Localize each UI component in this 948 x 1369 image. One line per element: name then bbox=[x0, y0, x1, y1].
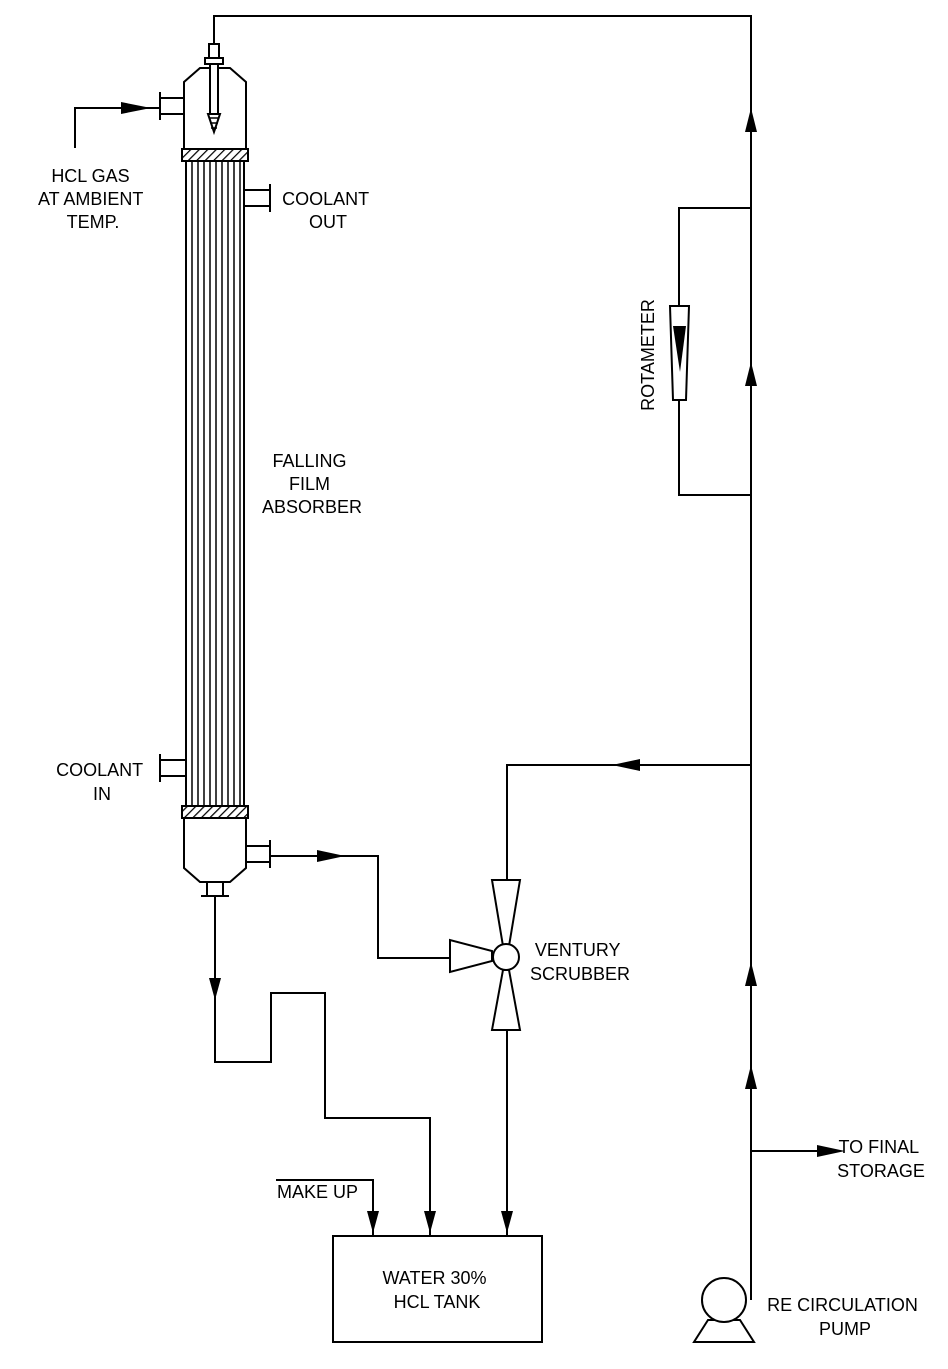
arrow-hcl-inlet bbox=[121, 102, 151, 114]
label-coolant-out: COOLANT OUT bbox=[282, 189, 374, 232]
venturi-side-inlet bbox=[449, 938, 493, 974]
venturi-top-cone bbox=[490, 879, 522, 947]
main-recirculation-line bbox=[213, 15, 752, 1300]
label-make-up: MAKE UP bbox=[277, 1182, 358, 1202]
label-recirculation-pump: RE CIRCULATION PUMP bbox=[767, 1295, 923, 1339]
gas-inlet-nozzle bbox=[160, 97, 184, 115]
recirculation-pump bbox=[692, 1277, 756, 1343]
arrow-absorber-to-tank bbox=[424, 1211, 436, 1233]
top-tube-sheet bbox=[181, 148, 249, 162]
arrow-final-storage bbox=[817, 1145, 845, 1157]
hcl-gas-inlet-line bbox=[74, 107, 160, 148]
label-ventury-scrubber: VENTURY SCRUBBER bbox=[530, 940, 630, 984]
label-hcl-tank: WATER 30% HCL TANK bbox=[382, 1268, 491, 1312]
liquid-outlet-nozzle bbox=[201, 882, 229, 897]
venturi-throat bbox=[492, 943, 520, 971]
bottom-tube-sheet bbox=[181, 805, 249, 819]
pump-casing bbox=[701, 1277, 747, 1323]
rotameter-float bbox=[673, 326, 686, 372]
arrow-up-bottom bbox=[745, 1065, 757, 1089]
arrow-up-rotameter bbox=[745, 362, 757, 386]
label-rotameter: ROTAMETER bbox=[638, 299, 658, 411]
flow-arrows bbox=[121, 102, 845, 1233]
labels: HCL GAS AT AMBIENT TEMP. COOLANT OUT FAL… bbox=[38, 166, 925, 1339]
label-to-final-storage: TO FINAL STORAGE bbox=[837, 1137, 925, 1181]
rotameter bbox=[668, 305, 691, 401]
liquid-distributor bbox=[204, 43, 224, 136]
arrow-up-lower bbox=[745, 962, 757, 986]
rotameter-loop-line bbox=[678, 207, 751, 496]
arrow-scrubber-to-tank bbox=[501, 1211, 513, 1233]
arrow-left-to-scrubber bbox=[612, 759, 640, 771]
gas-outlet-nozzle bbox=[246, 840, 271, 868]
piping bbox=[74, 15, 820, 1300]
arrow-up-top bbox=[745, 108, 757, 132]
absorber-bottom-head bbox=[183, 818, 247, 883]
venturi-scrubber bbox=[449, 879, 522, 1031]
gas-to-scrubber-line bbox=[270, 855, 450, 959]
absorber-drain-line bbox=[214, 896, 431, 1236]
venturi-bottom-cone bbox=[490, 969, 522, 1031]
label-hcl-gas: HCL GAS AT AMBIENT TEMP. bbox=[38, 166, 148, 232]
falling-film-absorber bbox=[159, 43, 271, 897]
scrubber-liquid-feed-line bbox=[506, 764, 751, 880]
pump-base bbox=[692, 1319, 756, 1343]
coolant-out-nozzle bbox=[244, 184, 271, 212]
arrow-gas-out bbox=[317, 850, 345, 862]
hcl-tank bbox=[332, 1235, 543, 1343]
absorber-tubes bbox=[191, 161, 241, 806]
arrow-make-up bbox=[367, 1211, 379, 1233]
coolant-in-nozzle bbox=[159, 754, 186, 782]
label-coolant-in: COOLANT IN bbox=[56, 760, 148, 804]
arrow-drain-down bbox=[209, 978, 221, 1000]
label-falling-film-absorber: FALLING FILM ABSORBER bbox=[262, 451, 362, 517]
